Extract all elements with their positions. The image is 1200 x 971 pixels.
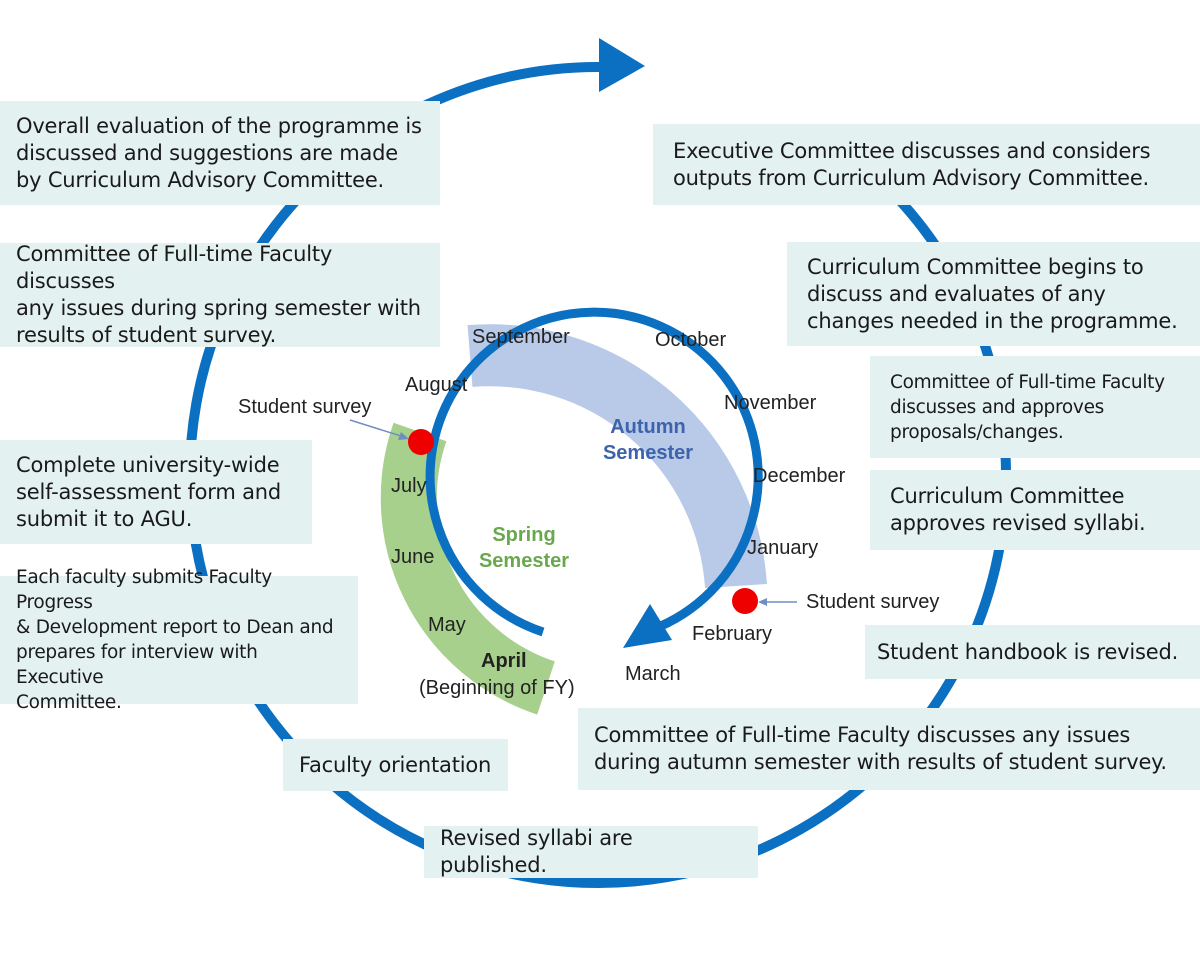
fulltime-approves-box: Committee of Full-time Faculty discusses… (870, 356, 1200, 458)
summer-survey-pointer (349, 419, 405, 438)
fulltime-approves-text: Committee of Full-time Faculty discusses… (890, 371, 1165, 443)
syllabi-published-text: Revised syllabi are published. (440, 826, 633, 877)
winter-survey-dot (732, 588, 758, 614)
month-december: December (753, 465, 846, 487)
month-november: November (724, 392, 817, 414)
self-assessment-box: Complete university-wide self-assessment… (0, 440, 312, 544)
executive-committee-text: Executive Committee discusses and consid… (673, 138, 1151, 190)
month-september: September (472, 326, 570, 348)
inner-cycle-ring (425, 307, 763, 637)
month-june: June (391, 546, 435, 568)
curriculum-approves-box: Curriculum Committee approves revised sy… (870, 470, 1200, 550)
handbook-revised-text: Student handbook is revised. (877, 639, 1179, 664)
overall-evaluation-box: Overall evaluation of the programme is d… (0, 101, 440, 205)
month-april: April (481, 650, 527, 672)
spring-semester-band (380, 422, 556, 715)
syllabi-published-box: Revised syllabi are published. (424, 826, 758, 878)
executive-committee-box: Executive Committee discusses and consid… (653, 124, 1200, 205)
fulltime-spring-text: Committee of Full-time Faculty discusses… (16, 242, 421, 347)
fulltime-autumn-box: Committee of Full-time Faculty discusses… (578, 708, 1200, 790)
autumn-semester-label: Autumn Semester (602, 416, 694, 464)
self-assessment-text: Complete university-wide self-assessment… (16, 452, 282, 531)
month-july: July (391, 475, 427, 497)
overall-evaluation-text: Overall evaluation of the programme is d… (16, 113, 422, 192)
inner-cycle-arrowhead (623, 604, 672, 648)
progress-report-box: Each faculty submits Faculty Progress & … (0, 567, 358, 713)
winter-survey-pointer-head (758, 598, 767, 606)
faculty-orientation-box: Faculty orientation (283, 739, 508, 791)
month-february: February (692, 623, 773, 645)
fulltime-spring-box: Committee of Full-time Faculty discusses… (0, 242, 440, 347)
curriculum-begins-text: Curriculum Committee begins to discuss a… (807, 254, 1178, 333)
month-may: May (428, 614, 466, 636)
month-october: October (655, 329, 727, 351)
autumn-semester-band (467, 324, 767, 589)
month-april-note: (Beginning of FY) (419, 677, 575, 699)
handbook-revised-box: Student handbook is revised. (865, 625, 1200, 679)
progress-report-text: Each faculty submits Faculty Progress & … (16, 567, 334, 713)
outer-cycle-arrowhead (599, 38, 645, 92)
curriculum-approves-text: Curriculum Committee approves revised sy… (890, 484, 1146, 535)
summer-survey-label: Student survey (238, 396, 372, 418)
summer-survey-dot (408, 429, 434, 455)
faculty-orientation-text: Faculty orientation (299, 752, 492, 777)
fulltime-autumn-text: Committee of Full-time Faculty discusses… (594, 723, 1167, 774)
spring-semester-label: Spring Semester (478, 524, 570, 572)
winter-survey-label: Student survey (806, 591, 940, 613)
month-january: January (747, 537, 819, 559)
curriculum-begins-box: Curriculum Committee begins to discuss a… (787, 242, 1200, 346)
month-march: March (625, 663, 681, 685)
month-august: August (405, 374, 468, 396)
summer-survey-pointer-head (398, 432, 409, 440)
